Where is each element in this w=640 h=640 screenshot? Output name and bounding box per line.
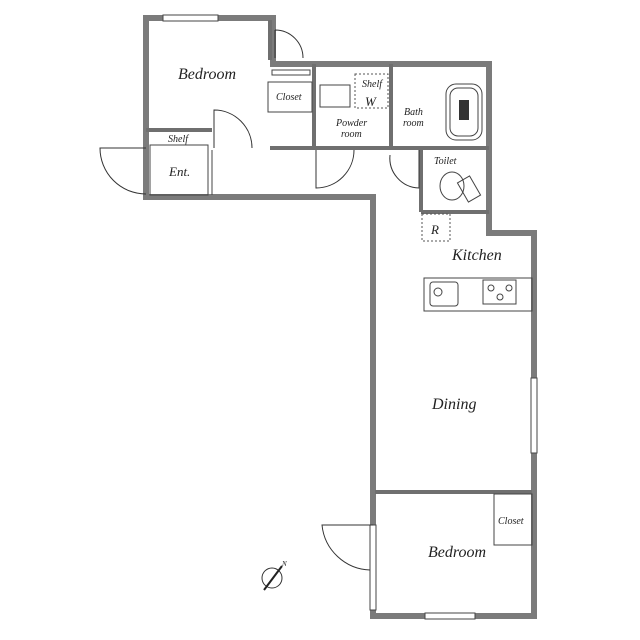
stove [482,279,517,305]
label-bathroom-2: room [403,118,424,129]
burner-back [496,293,504,301]
compass-arrow-icon [263,565,283,591]
label-closet-top: Closet [276,92,302,103]
sink-drain [433,287,443,297]
bathtub [445,83,483,141]
label-shelf-entrance: Shelf [168,134,189,145]
label-refrigerator: R [430,222,439,237]
window-top-bedroom [162,14,219,22]
label-toilet: Toilet [434,156,457,167]
label-kitchen: Kitchen [451,247,502,264]
label-powder-room-2: room [341,129,362,140]
toilet-bowl [439,171,465,201]
burner-right [505,284,513,292]
window-bottom-bedroom [424,612,476,620]
refrigerator-space [421,213,451,242]
sink [429,281,459,307]
label-washer: W [365,94,377,109]
wash-basin [319,84,351,108]
door-bedroom-top[interactable] [213,109,253,149]
window-left-bedroom [369,524,377,611]
label-bathroom-1: Bath [404,107,423,118]
label-entrance: Ent. [168,164,190,179]
door-entrance[interactable] [99,147,147,195]
closet-shelf-bar [271,69,311,76]
label-bedroom-top: Bedroom [178,66,236,83]
compass-north-label: N [281,560,287,568]
label-bedroom-bottom: Bedroom [428,544,486,561]
closet-bottom [493,493,533,546]
burner-left [487,284,495,292]
door-powder[interactable] [315,149,355,189]
bathtub-inner [449,87,479,137]
washer-area [354,73,389,109]
label-closet-bottom: Closet [498,516,524,527]
label-powder-room-1: Powder [335,118,367,129]
toilet-tank [456,175,482,203]
door-toilet[interactable] [389,150,420,189]
bath-drain [459,100,469,120]
outer-wall [143,15,537,619]
closet-top [267,81,313,113]
door-bedroom-top-closet[interactable] [274,29,304,59]
door-bedroom-bottom[interactable] [321,524,373,571]
window-dining [530,377,538,454]
compass: N [261,560,287,591]
label-dining: Dining [431,396,476,413]
label-shelf-powder: Shelf [362,79,383,90]
kitchen-counter [423,277,533,312]
